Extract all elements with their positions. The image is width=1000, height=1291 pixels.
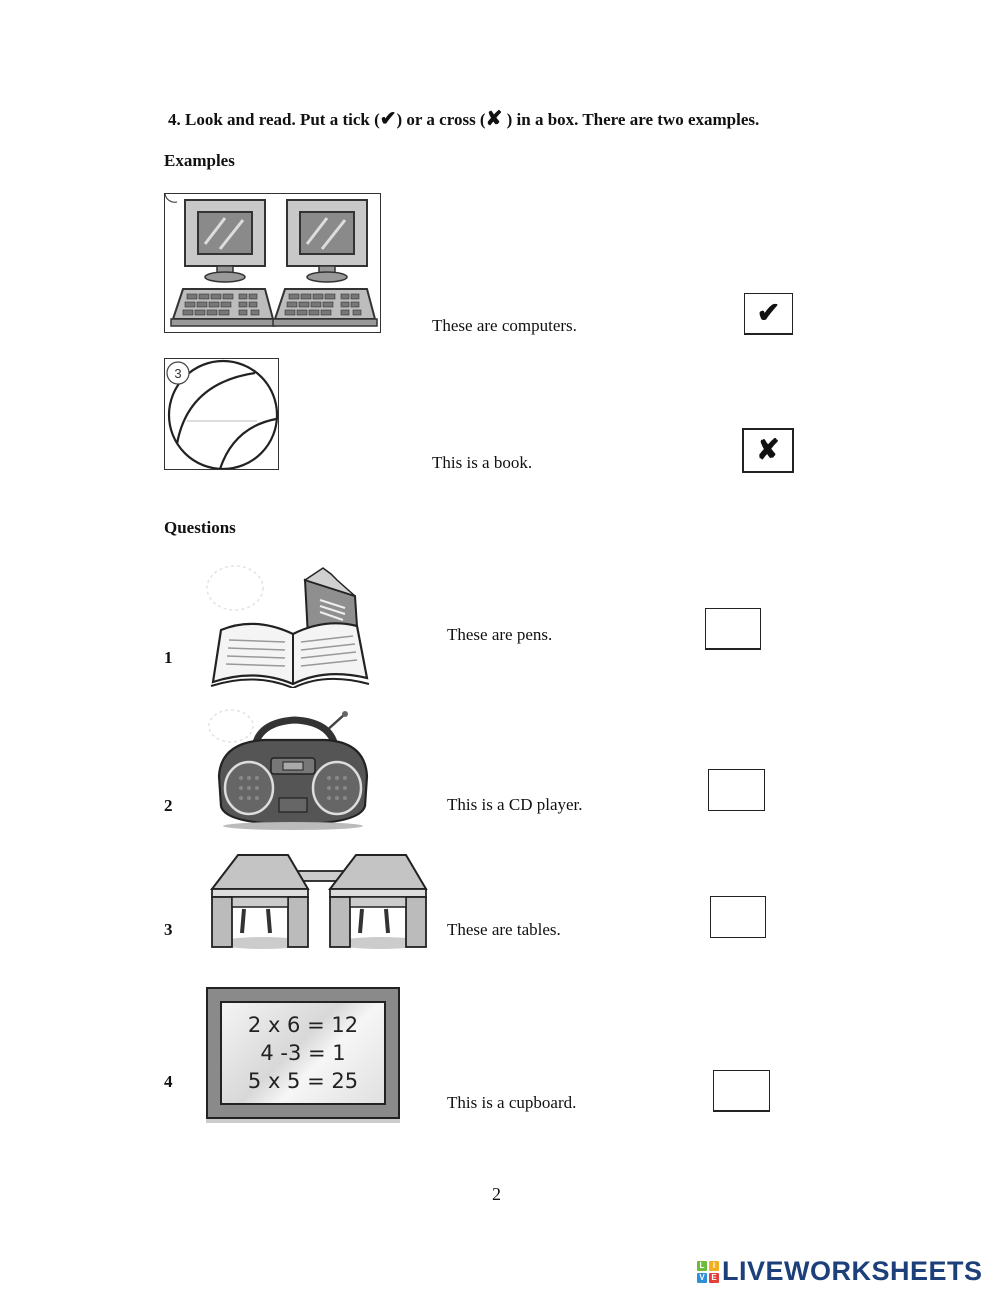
example-1-answer-box: ✔	[744, 293, 793, 335]
example-1-sentence: These are computers.	[432, 316, 577, 335]
question-3-answer-box[interactable]	[710, 896, 766, 938]
ball-picture: 3	[164, 358, 279, 471]
instruction-part-3: ) in a box. There are two examples.	[502, 110, 760, 129]
question-1-sentence: These are pens.	[447, 625, 553, 644]
question-4-sentence: This is a cupboard.	[447, 1093, 577, 1112]
tick-icon: ✔	[379, 108, 397, 130]
instruction-part-2: ) or a cross (	[396, 110, 486, 129]
whiteboard-surface: 2 x 6 = 12 4 -3 = 1 5 x 5 = 25	[220, 1001, 386, 1105]
question-2-number: 2	[164, 796, 173, 815]
tick-icon: ✔	[756, 297, 781, 329]
board-line-2: 4 -3 = 1	[260, 1041, 346, 1065]
cd-player-picture	[205, 706, 380, 830]
examples-heading: Examples	[164, 151, 235, 170]
computers-picture	[164, 193, 381, 333]
ball-icon: 3	[166, 359, 279, 471]
books-picture	[205, 560, 380, 690]
instruction-number: 4.	[168, 110, 181, 129]
question-2-answer-box[interactable]	[708, 769, 765, 811]
question-4-answer-box[interactable]	[713, 1070, 770, 1112]
cross-icon: ✘	[756, 434, 780, 466]
cd-player-icon	[208, 709, 369, 830]
logo-letter: I	[709, 1260, 719, 1271]
picture-badge: 3	[174, 366, 181, 381]
question-1-number: 1	[164, 648, 173, 667]
computers-icon	[164, 193, 378, 327]
page-number: 2	[492, 1184, 501, 1204]
logo-letter: L	[697, 1260, 707, 1271]
question-1-answer-box[interactable]	[705, 608, 761, 650]
example-2-sentence: This is a book.	[432, 453, 533, 472]
whiteboard-picture: 2 x 6 = 12 4 -3 = 1 5 x 5 = 25	[206, 987, 400, 1119]
instruction-part-1: Look and read. Put a tick (	[185, 110, 380, 129]
question-3-number: 3	[164, 920, 173, 939]
board-line-3: 5 x 5 = 25	[247, 1069, 359, 1093]
board-line-1: 2 x 6 = 12	[247, 1013, 359, 1037]
logo-letter: V	[697, 1272, 707, 1283]
books-icon	[206, 565, 370, 690]
tables-icon	[209, 854, 428, 949]
logo-letter: E	[709, 1272, 719, 1283]
example-2-answer-box: ✘	[742, 428, 794, 473]
question-4-number: 4	[164, 1072, 173, 1091]
question-2-sentence: This is a CD player.	[447, 795, 583, 814]
question-3-sentence: These are tables.	[447, 920, 561, 939]
logo-text: LIVEWORKSHEETS	[722, 1256, 983, 1286]
logo-icon: L I V E	[697, 1260, 719, 1283]
liveworksheets-logo[interactable]: L I V E LIVEWORKSHEETS	[697, 1256, 983, 1287]
tables-picture	[208, 853, 430, 949]
instruction-text: 4. Look and read. Put a tick (✔) or a cr…	[168, 106, 759, 131]
cross-icon: ✘	[485, 108, 503, 130]
questions-heading: Questions	[164, 518, 236, 537]
